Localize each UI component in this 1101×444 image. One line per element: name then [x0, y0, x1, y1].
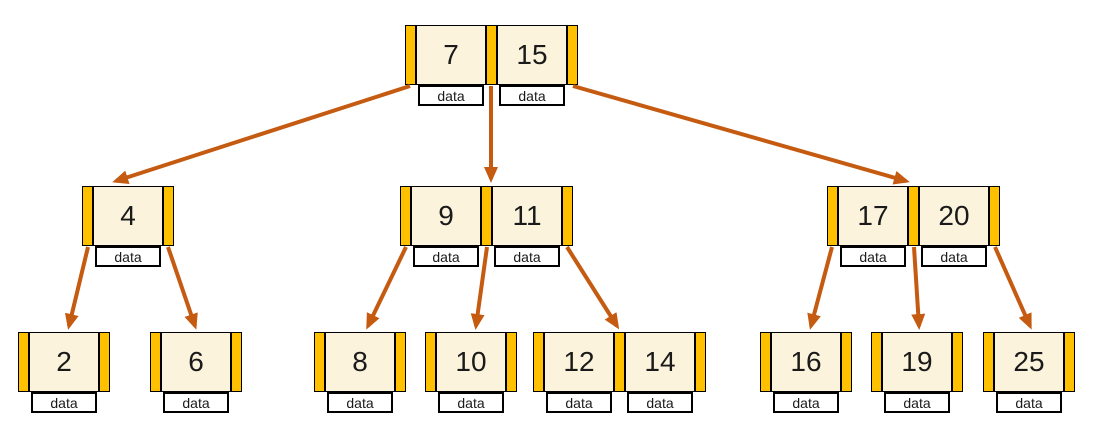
pointer-bar: [18, 332, 29, 392]
pointer-bar: [989, 186, 1000, 246]
data-box-label: data: [859, 248, 887, 265]
data-box-label: data: [513, 248, 541, 265]
data-box-label: data: [940, 248, 968, 265]
data-box: data: [418, 85, 484, 106]
pointer-bar: [533, 332, 544, 392]
data-box: data: [921, 246, 987, 267]
key-cell: 4: [93, 186, 163, 246]
btree-node-6: 6 data: [150, 332, 242, 413]
data-box: data: [773, 392, 839, 413]
data-box: data: [840, 246, 906, 267]
data-box: data: [499, 85, 565, 106]
key-cell: 10: [436, 332, 506, 392]
data-box-label: data: [792, 394, 820, 411]
btree-node-2: 2 data: [18, 332, 110, 413]
data-box-label: data: [1015, 394, 1043, 411]
key-cell: 14: [625, 332, 695, 392]
data-box: data: [163, 392, 229, 413]
btree-node-12-14: 12 data 14 data: [533, 332, 706, 413]
data-box-label: data: [518, 87, 546, 104]
btree-node-10: 10 data: [425, 332, 517, 413]
data-box-label: data: [565, 394, 593, 411]
data-box-label: data: [903, 394, 931, 411]
btree-node-17-20: 17 data 20 data: [827, 186, 1000, 267]
pointer-bar: [908, 186, 919, 246]
data-box: data: [31, 392, 97, 413]
data-box-label: data: [432, 248, 460, 265]
pointer-bar: [314, 332, 325, 392]
btree-node-19: 19 data: [871, 332, 963, 413]
key-cell: 17: [838, 186, 908, 246]
key-cell: 9: [411, 186, 481, 246]
data-box: data: [494, 246, 560, 267]
key-cell: 11: [492, 186, 562, 246]
pointer-bar: [486, 25, 497, 85]
pointer-bar: [99, 332, 110, 392]
pointer-bar: [827, 186, 838, 246]
key-cell: 2: [29, 332, 99, 392]
btree-node-7-15: 7 data 15 data: [405, 25, 578, 106]
btree-node-25: 25 data: [983, 332, 1075, 413]
key-cell: 15: [497, 25, 567, 85]
key-cell: 12: [544, 332, 614, 392]
data-box-label: data: [346, 394, 374, 411]
pointer-bar: [871, 332, 882, 392]
btree-node-4: 4 data: [82, 186, 174, 267]
pointer-bar: [562, 186, 573, 246]
data-box: data: [884, 392, 950, 413]
pointer-bar: [82, 186, 93, 246]
data-box: data: [438, 392, 504, 413]
data-box: data: [546, 392, 612, 413]
pointer-bar: [983, 332, 994, 392]
pointer-bar: [400, 186, 411, 246]
data-box-label: data: [437, 87, 465, 104]
data-box-label: data: [646, 394, 674, 411]
data-box: data: [996, 392, 1062, 413]
btree-node-9-11: 9 data 11 data: [400, 186, 573, 267]
pointer-bar: [1064, 332, 1075, 392]
data-box: data: [627, 392, 693, 413]
pointer-bar: [567, 25, 578, 85]
data-box-label: data: [182, 394, 210, 411]
data-box: data: [413, 246, 479, 267]
pointer-bar: [150, 332, 161, 392]
key-cell: 8: [325, 332, 395, 392]
pointer-bar: [163, 186, 174, 246]
pointer-bar: [952, 332, 963, 392]
key-cell: 6: [161, 332, 231, 392]
key-cell: 7: [416, 25, 486, 85]
pointer-bar: [231, 332, 242, 392]
pointer-bar: [425, 332, 436, 392]
key-cell: 16: [771, 332, 841, 392]
key-cell: 19: [882, 332, 952, 392]
pointer-bar: [614, 332, 625, 392]
data-box-label: data: [457, 394, 485, 411]
pointer-bar: [405, 25, 416, 85]
btree-node-16: 16 data: [760, 332, 852, 413]
data-box: data: [95, 246, 161, 267]
pointer-bar: [760, 332, 771, 392]
data-box-label: data: [50, 394, 78, 411]
pointer-bar: [841, 332, 852, 392]
key-cell: 20: [919, 186, 989, 246]
key-cell: 25: [994, 332, 1064, 392]
pointer-bar: [695, 332, 706, 392]
pointer-bar: [481, 186, 492, 246]
pointer-bar: [506, 332, 517, 392]
btree-node-8: 8 data: [314, 332, 406, 413]
data-box-label: data: [114, 248, 142, 265]
data-box: data: [327, 392, 393, 413]
pointer-bar: [395, 332, 406, 392]
